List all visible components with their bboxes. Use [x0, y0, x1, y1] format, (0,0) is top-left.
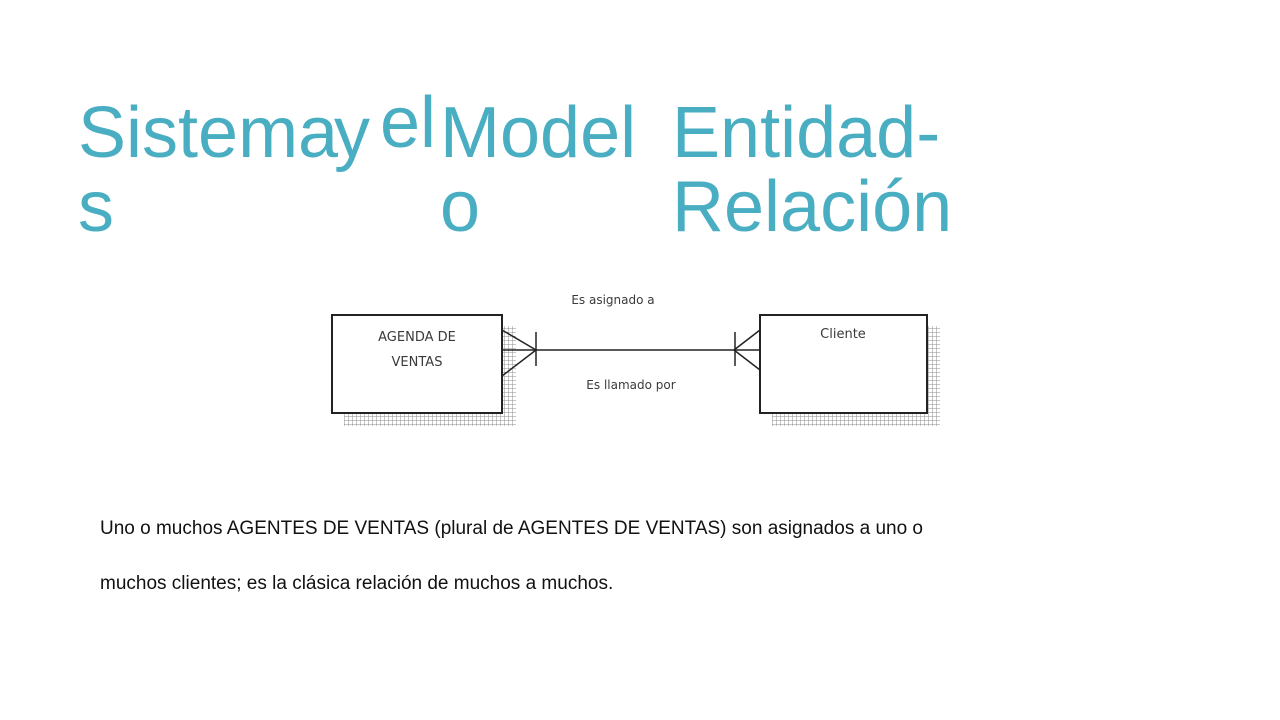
relation-label-bottom: Es llamado por: [586, 378, 675, 392]
title-word-sistemas: Sistema: [78, 93, 339, 173]
entity-left-label-line2: VENTAS: [392, 355, 443, 370]
title-word-sistemas-wrap: s: [78, 167, 114, 247]
title-word-modelo-wrap: o: [440, 167, 481, 247]
body-text-line1: Uno o muchos AGENTES DE VENTAS (plural d…: [100, 518, 923, 539]
entity-left-box: [331, 314, 503, 414]
title-word-relacion: Relación: [672, 167, 953, 247]
entity-right-box: [759, 314, 928, 414]
entity-left-label-line1: AGENDA DE: [378, 330, 456, 345]
relation-label-top: Es asignado a: [571, 293, 654, 307]
title-word-y: y: [334, 93, 370, 173]
crows-foot-right-icon: [733, 329, 761, 371]
entity-right-label: Cliente: [820, 327, 866, 342]
crows-foot-left-icon: [501, 329, 537, 377]
title-word-modelo: Model: [440, 93, 637, 173]
title-word-entidad: Entidad-: [672, 93, 941, 173]
body-text-line2: muchos clientes; es la clásica relación …: [100, 573, 614, 594]
er-diagram: AGENDA DE VENTAS Cliente Es asignado a E…: [331, 293, 940, 426]
title-word-el: el: [380, 83, 437, 163]
